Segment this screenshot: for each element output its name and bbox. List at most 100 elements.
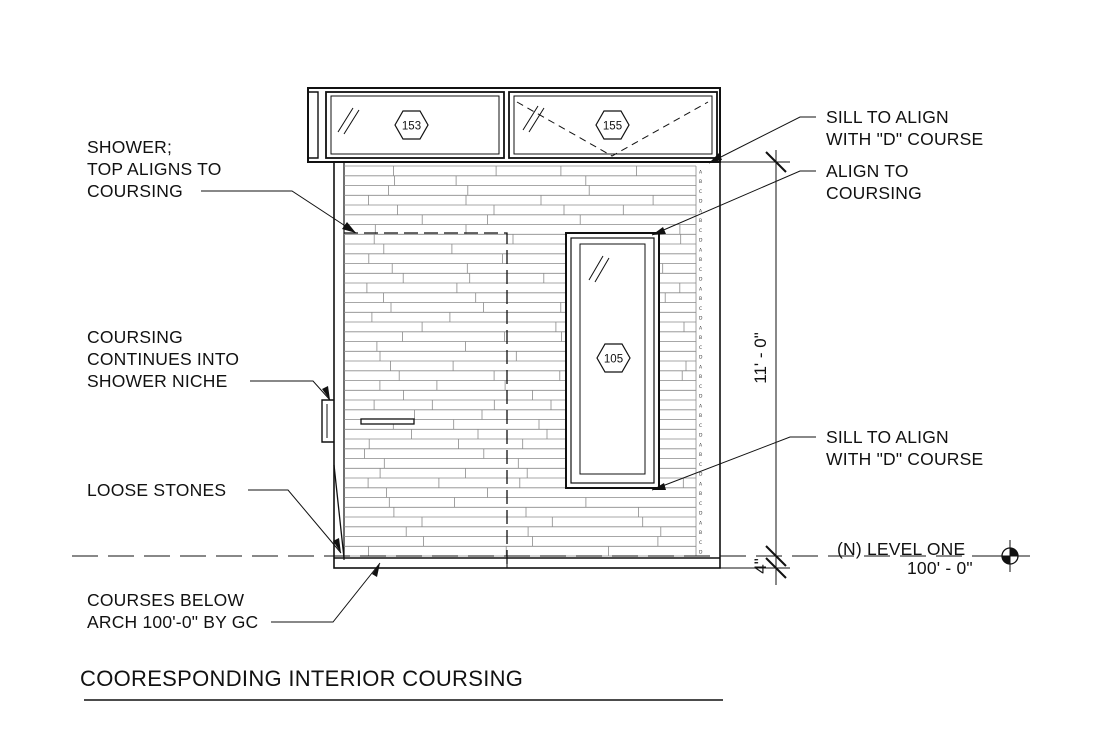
course-letter: C [699,423,702,429]
arrowhead-icon [322,386,330,400]
course-letter: C [699,267,702,273]
offset-dimension-label: 4" [751,558,770,574]
course-letter: D [699,238,703,244]
course-letter: B [699,218,702,224]
course-letter: D [699,550,703,556]
course-letter: C [699,462,702,468]
shower-outline [344,232,508,568]
window-tag-label: 105 [604,354,623,366]
course-letter: D [699,316,703,322]
arrowhead-icon [372,563,380,577]
note-line: TOP ALIGNS TO [87,159,222,179]
course-letter: D [699,277,703,283]
course-letter: B [699,491,702,497]
course-letter: C [699,189,702,195]
arrowhead-icon [652,227,666,235]
window-tag-155: 155 [595,110,630,140]
course-letter: C [699,501,702,507]
level-datum-icon [994,540,1026,572]
dim-tick [765,545,787,567]
window-153 [325,91,505,159]
note-align: ALIGN TO COURSING [826,161,922,203]
window-105-frame [565,232,660,489]
course-letter: C [699,345,702,351]
clerestory-window-group [307,87,721,163]
note-line: SILL TO ALIGN [826,427,949,447]
window-155-swing-line [516,101,709,157]
course-letter: A [699,169,703,175]
note-sill-top: SILL TO ALIGN WITH "D" COURSE [826,107,983,149]
note-line: WITH "D" COURSE [826,129,983,149]
niche-outline [321,399,334,443]
leader-loose-stones [248,489,342,554]
course-letter: C [699,228,702,234]
leader-niche [250,380,331,401]
drawing-title: COORESPONDING INTERIOR COURSING [80,666,523,691]
clerestory-jamb-trim [308,91,319,159]
window-153-glass [330,95,500,155]
note-line: LOOSE STONES [87,480,226,500]
leader-shower [201,190,357,234]
note-line: ARCH 100'-0" BY GC [87,612,258,632]
note-line: SHOWER; [87,137,172,157]
shower-niche [321,399,334,443]
course-letter: D [699,355,703,361]
note-line: CONTINUES INTO [87,349,239,369]
arrowhead-icon [709,153,722,163]
glass-hatch-icon [588,255,610,283]
note-line: WITH "D" COURSE [826,449,983,469]
note-line: COURSING [826,183,922,203]
note-sill-bottom: SILL TO ALIGN WITH "D" COURSE [826,427,983,469]
course-letter: A [699,364,703,370]
course-letter: D [699,511,703,517]
course-letter: A [699,520,703,526]
leader-align [651,170,816,236]
arrowhead-icon [333,538,341,553]
window-tag-153: 153 [394,110,429,140]
note-line: ALIGN TO [826,161,909,181]
course-letter: A [699,481,703,487]
course-letter: B [699,413,702,419]
course-letter: B [699,179,702,185]
level-elevation: 100' - 0" [907,558,973,578]
note-line: COURSING [87,181,183,201]
note-line: SILL TO ALIGN [826,107,949,127]
note-shower: SHOWER; TOP ALIGNS TO COURSING [87,137,227,201]
course-letter: A [699,208,703,214]
course-letter: A [699,247,703,253]
course-letter: B [699,296,702,302]
level-name: (N) LEVEL ONE [837,539,965,559]
course-letter: B [699,452,702,458]
window-155 [508,91,718,159]
course-letter: A [699,325,703,331]
hexagon-tag-icon [595,110,630,140]
hexagon-tag-icon [394,110,429,140]
course-letter: C [699,540,702,546]
dim-tick [765,151,787,173]
hexagon-tag-icon [596,343,631,373]
course-letter: D [699,472,703,478]
course-letter: B [699,335,702,341]
arrowhead-icon [342,222,356,233]
window-tag-label: 153 [402,121,421,133]
course-letter: C [699,384,702,390]
height-dimension-label: 11' - 0" [751,332,770,384]
leader-sill-bottom [651,436,816,491]
wall-outline [333,161,721,569]
note-line: COURSES BELOW [87,590,244,610]
window-155-glass [513,95,713,155]
course-letter: B [699,530,702,536]
window-tag-105: 105 [596,343,631,373]
course-letter: C [699,306,702,312]
loose-stones-edge [333,464,345,559]
glass-hatch-icon [337,107,360,135]
course-letter: A [699,286,703,292]
height-dimension: 11' - 0" 4" [720,150,790,585]
leader-arrowheads [322,153,722,577]
leader-courses-below [271,562,381,623]
window-tag-label: 155 [603,121,622,133]
stone-coursing [344,165,697,557]
